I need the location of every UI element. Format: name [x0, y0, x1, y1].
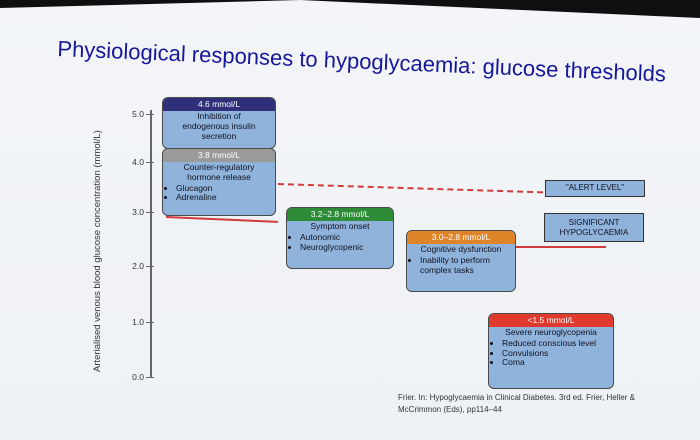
y-tick-mark — [146, 162, 154, 163]
threshold-value: 3.0–2.8 mmol/L — [407, 231, 515, 244]
bullet-item: Adrenaline — [176, 193, 271, 203]
threshold-box-insulin-inhibition: 4.6 mmol/L Inhibition of endogenous insu… — [162, 97, 276, 149]
slide-title: Physiological responses to hypoglycaemia… — [56, 36, 667, 87]
y-axis-line — [150, 110, 152, 378]
citation-line: Frier. In: Hypoglycaemia in Clinical Dia… — [398, 393, 635, 402]
y-axis-title: Arterialised venous blood glucose concen… — [92, 130, 103, 372]
threshold-box-counter-regulatory: 3.8 mmol/L Counter-regulatory hormone re… — [162, 148, 276, 216]
threshold-box-cognitive-dysfunction: 3.0–2.8 mmol/L Cognitive dysfunction Ina… — [406, 230, 516, 292]
citation: Frier. In: Hypoglycaemia in Clinical Dia… — [398, 392, 678, 416]
box-text: secretion — [201, 130, 237, 141]
y-tick-label: 4.0 — [132, 157, 144, 167]
y-tick-label: 3.0 — [132, 207, 144, 217]
bullet-item: Neuroglycopenic — [300, 242, 389, 253]
alert-level-label: "ALERT LEVEL" — [545, 180, 645, 197]
threshold-value: 3.8 mmol/L — [163, 149, 275, 162]
threshold-box-severe-neuroglycopenia: <1.5 mmol/L Severe neuroglycopenia Reduc… — [488, 313, 614, 389]
significant-threshold-line-right — [516, 246, 606, 248]
bullet-item: Reduced conscious level — [502, 338, 609, 349]
bullet-item: Coma — [502, 358, 609, 368]
bullet-item: Glucagon — [176, 183, 271, 194]
y-tick-label: 1.0 — [132, 317, 144, 327]
alert-level-dashed-line — [277, 183, 583, 195]
y-tick-label: 2.0 — [132, 261, 144, 271]
y-tick-label: 0.0 — [132, 372, 144, 382]
threshold-box-symptom-onset: 3.2–2.8 mmol/L Symptom onset Autonomic N… — [286, 207, 394, 269]
significant-hypoglycaemia-label: SIGNIFICANT HYPOGLYCAEMIA — [544, 213, 644, 243]
citation-line: McCrimmon (Eds), pp114–44 — [398, 405, 502, 414]
box-text: Symptom onset — [310, 221, 370, 231]
box-text: Cognitive dysfunction — [420, 244, 502, 254]
y-tick-mark — [146, 114, 154, 115]
label-text: HYPOGLYCAEMIA — [559, 227, 629, 237]
threshold-value: 3.2–2.8 mmol/L — [287, 208, 393, 221]
y-tick-mark — [146, 377, 154, 378]
threshold-value: <1.5 mmol/L — [489, 314, 613, 327]
bullet-item: Convulsions — [502, 348, 609, 359]
bullet-item: Autonomic — [300, 232, 389, 243]
y-tick-label: 5.0 — [132, 109, 144, 119]
label-text: SIGNIFICANT — [568, 218, 620, 227]
y-tick-mark — [146, 266, 154, 267]
significant-threshold-line-left — [165, 216, 278, 223]
threshold-value: 4.6 mmol/L — [163, 98, 275, 111]
bullet-item: Inability to perform complex tasks — [420, 255, 511, 276]
y-tick-mark — [146, 322, 154, 323]
box-text: Inhibition of — [197, 111, 241, 121]
box-text: endogenous insulin — [182, 120, 256, 131]
y-tick-mark — [146, 212, 154, 213]
box-text: Severe neuroglycopenia — [505, 327, 597, 337]
box-text: Counter-regulatory — [183, 162, 255, 172]
box-text: hormone release — [187, 171, 251, 182]
